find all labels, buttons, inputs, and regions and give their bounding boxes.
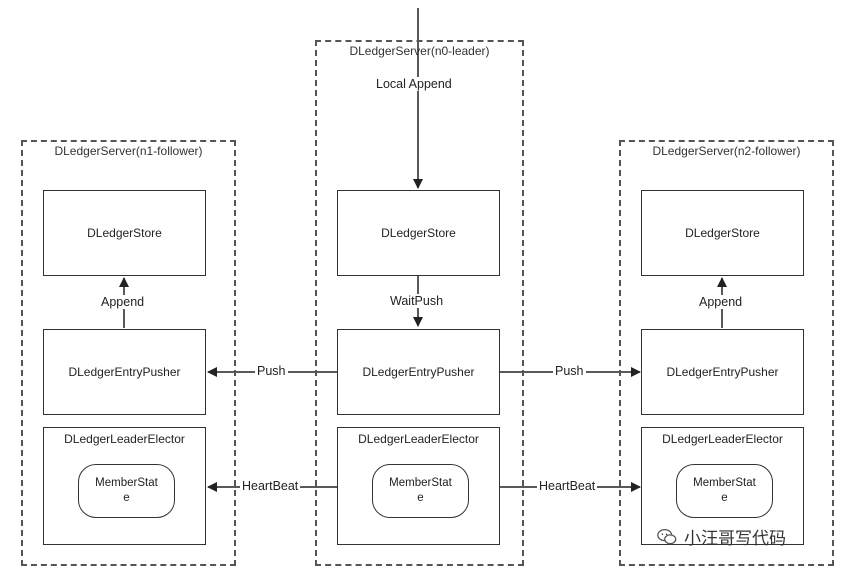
watermark: 小汪哥写代码 [656, 524, 786, 549]
append-left-label: Append [99, 295, 147, 309]
server-n2-follower: DLedgerServer(n2-follower) [619, 140, 834, 566]
server-title: DLedgerServer(n1-follower) [54, 144, 203, 158]
store-box-n0: DLedgerStore [337, 190, 500, 276]
server-n1-follower: DLedgerServer(n1-follower) [21, 140, 236, 566]
server-title: DLedgerServer(n2-follower) [652, 144, 801, 158]
push-left-label: Push [255, 364, 288, 378]
entry-pusher-box-n1: DLedgerEntryPusher [43, 329, 206, 415]
member-state-n1: MemberStat e [78, 464, 175, 518]
member-state-n0: MemberStat e [372, 464, 469, 518]
heartbeat-right-label: HeartBeat [537, 479, 598, 493]
member-state-n2: MemberStat e [676, 464, 773, 518]
heartbeat-left-label: HeartBeat [240, 479, 301, 493]
store-box-n1: DLedgerStore [43, 190, 206, 276]
append-right-label: Append [697, 295, 745, 309]
server-n0-leader: DLedgerServer(n0-leader) [315, 40, 524, 566]
local-append-label: Local Append [374, 77, 454, 91]
push-right-label: Push [553, 364, 586, 378]
wechat-icon [657, 528, 677, 544]
leader-elector-title: DLedgerLeaderElector [358, 432, 479, 446]
store-box-n2: DLedgerStore [641, 190, 804, 276]
watermark-text: 小汪哥写代码 [684, 529, 786, 548]
entry-pusher-box-n0: DLedgerEntryPusher [337, 329, 500, 415]
leader-elector-title: DLedgerLeaderElector [662, 432, 783, 446]
waitpush-label: WaitPush [388, 294, 446, 308]
leader-elector-title: DLedgerLeaderElector [64, 432, 185, 446]
server-title: DLedgerServer(n0-leader) [349, 44, 490, 58]
entry-pusher-box-n2: DLedgerEntryPusher [641, 329, 804, 415]
